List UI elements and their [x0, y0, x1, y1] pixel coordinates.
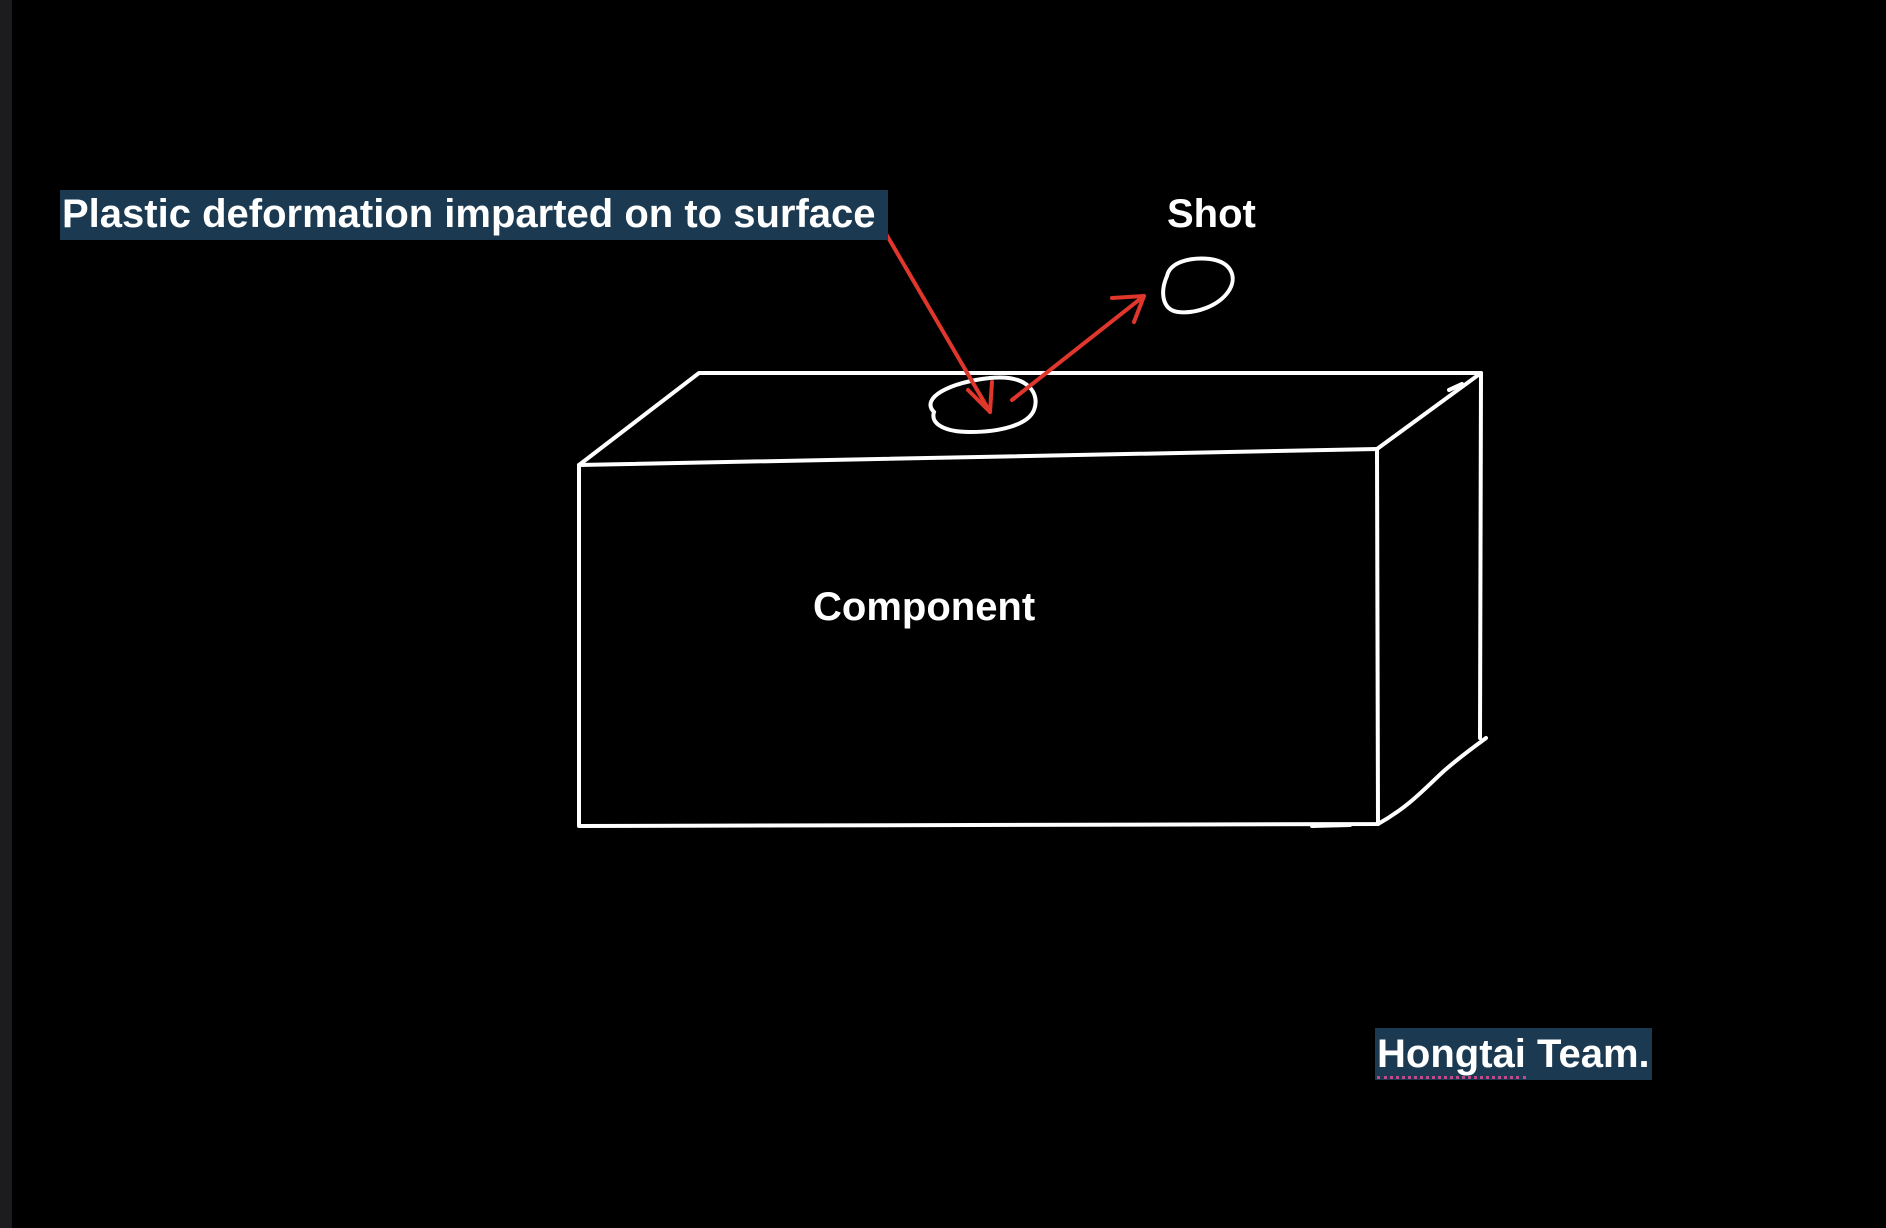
- component-bottom-tick: [1310, 823, 1352, 828]
- shot-label: Shot: [1167, 192, 1256, 236]
- surface-dent-ellipse: [928, 375, 1038, 435]
- shot-ball: [1161, 256, 1235, 315]
- arrow-label-to-dent: [880, 225, 994, 414]
- left-edge-strip: [0, 0, 12, 1228]
- team-name-word-team: Team.: [1525, 1032, 1650, 1076]
- component-top-face: [577, 371, 1483, 467]
- plastic-deformation-label: Plastic deformation imparted on to surfa…: [60, 190, 888, 240]
- arrow-dent-to-shot: [1010, 294, 1146, 402]
- component-corner-tick: [1447, 382, 1464, 392]
- team-name-word-hongtai: Hongtai: [1377, 1032, 1526, 1079]
- component-label: Component: [813, 585, 1036, 629]
- component-bottom-right-edge: [1376, 736, 1488, 826]
- component-box: [577, 371, 1488, 828]
- team-name-label: Hongtai Team.: [1375, 1028, 1652, 1080]
- component-right-face: [1478, 371, 1483, 740]
- component-front-face: [577, 447, 1380, 828]
